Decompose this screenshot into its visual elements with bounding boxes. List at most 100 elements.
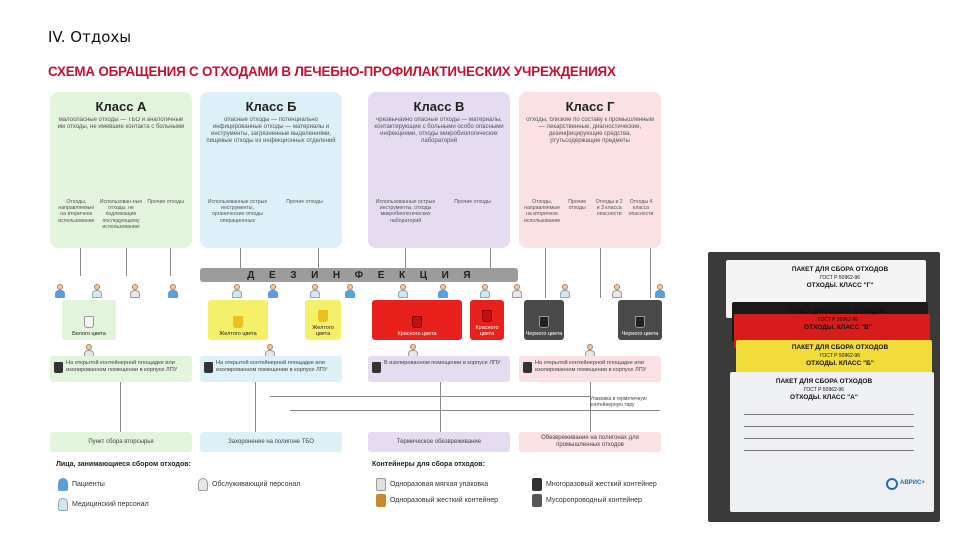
container-yellow: Желтого цвета	[208, 300, 268, 340]
medical-staff-icon	[232, 284, 242, 298]
patient-icon	[55, 284, 65, 298]
container-icon	[539, 316, 549, 328]
bag-form-line	[744, 426, 914, 427]
packaging-note: Упаковка в герметичную контейнерную тару	[590, 396, 647, 408]
class-b-subtype: Прочие отходы	[286, 199, 323, 205]
bag-standard: ГОСТ Р 50962-96	[817, 317, 859, 323]
disinfection-letter: Ц	[419, 269, 428, 281]
brand-name: АВРИС+	[900, 480, 925, 486]
class-g-subtypes: Отходы, направляемые на вторичное исполь…	[524, 199, 656, 224]
disinfection-letter: Д	[247, 269, 255, 281]
patient-icon	[168, 284, 178, 298]
bin-icon	[204, 362, 213, 373]
class-b-title: Класс Б	[245, 99, 297, 114]
bag-form-line	[744, 414, 914, 415]
connector-line	[120, 382, 121, 432]
container-label: Красного цвета	[475, 325, 499, 337]
connector-line	[240, 248, 241, 268]
legend-label: Медицинский персонал	[72, 501, 149, 508]
bag-label: ПАКЕТ ДЛЯ СБОРА ОТХОДОВ ГОСТ Р 50962-96 …	[764, 378, 884, 402]
container-icon	[233, 316, 243, 328]
class-v-box: Класс В чрезвычайно опасные отходы — мат…	[368, 92, 510, 248]
bag-class: ОТХОДЫ. КЛАСС "В"	[804, 324, 872, 331]
class-b-description: опасные отходы — потенциально инфицирова…	[206, 117, 336, 144]
bag-standard: ГОСТ Р 50962-96	[819, 275, 861, 281]
connector-line	[170, 248, 171, 276]
class-a-subtype: Использован-ные отходы, не подлежащие по…	[99, 199, 143, 230]
medical-staff-icon	[58, 498, 68, 511]
container-black: Черного цвета	[524, 300, 564, 340]
bag-title: ПАКЕТ ДЛЯ СБОРА ОТХОДОВ	[775, 378, 873, 385]
class-a-subtype: Отходы, направляемые на вторичное исполь…	[58, 199, 95, 224]
destination-industrial: Обезвреживание на полигонах для промышле…	[519, 432, 661, 452]
medical-staff-icon	[398, 284, 408, 298]
disinfection-letter: К	[399, 269, 406, 281]
legend-label: Одноразовый жесткий контейнер	[390, 497, 499, 504]
bag-label: ПАКЕТ ДЛЯ СБОРА ОТХОДОВ ГОСТ Р 50962-96 …	[780, 266, 900, 290]
destination-recycling: Пункт сбора вторсырья	[50, 432, 192, 452]
storage-text: В изолированном помещении в корпусе ЛПУ	[384, 360, 501, 366]
class-b-subtype: Использованные острые инструменты, орган…	[207, 199, 268, 224]
service-staff-icon	[612, 284, 622, 298]
disinfection-letter: Е	[377, 269, 385, 281]
legend-patients: Пациенты	[58, 478, 105, 491]
soft-pack-icon	[376, 478, 386, 491]
class-a-box: Класс А малоопасные отходы — ТБО и анало…	[50, 92, 192, 248]
connector-line	[590, 382, 591, 432]
class-v-description: чрезвычайно опасные отходы — материалы, …	[374, 117, 504, 144]
service-staff-icon	[512, 284, 522, 298]
medical-staff-icon	[92, 284, 102, 298]
bag-class-a-white	[730, 372, 934, 512]
class-v-title: Класс В	[413, 99, 465, 114]
legend-people-title: Лица, занимающиеся сбором отходов:	[56, 461, 191, 468]
legend-label: Пациенты	[72, 481, 105, 488]
container-label: Желтого цвета	[312, 325, 334, 337]
container-label: Красного цвета	[397, 331, 437, 337]
legend-label: Одноразовая мягкая упаковка	[390, 481, 489, 488]
patient-icon	[655, 284, 665, 298]
container-icon	[635, 316, 645, 328]
class-b-box: Класс Б опасные отходы — потенциально ин…	[200, 92, 342, 248]
bag-form-line	[744, 450, 914, 451]
class-a-subtypes: Отходы, направляемые на вторичное исполь…	[55, 199, 187, 230]
disinfection-letter: Я	[463, 269, 471, 281]
connector-line	[600, 248, 601, 298]
storage-box-b: На открытой контейнерной площадке или из…	[200, 356, 342, 382]
connector-line	[290, 410, 660, 411]
connector-line	[405, 248, 406, 268]
storage-text: На открытой контейнерной площадке или из…	[535, 360, 647, 373]
class-g-box: Класс Г отходы, близкие по составу к про…	[519, 92, 661, 248]
legend-chute-container: Мусоропроводный контейнер	[532, 494, 642, 507]
bag-title: ПАКЕТ ДЛЯ СБОРА ОТХОДОВ	[791, 266, 889, 273]
container-black: Черного цвета	[618, 300, 662, 340]
bin-icon	[54, 362, 63, 373]
bag-class: ОТХОДЫ. КЛАСС "Г"	[806, 282, 874, 289]
class-g-subtype: Отходы 4 класса опасности	[628, 199, 654, 218]
disinfection-letter: И	[311, 269, 319, 281]
legend-hard-disposable: Одноразовый жесткий контейнер	[376, 494, 498, 507]
legend-soft-pack: Одноразовая мягкая упаковка	[376, 478, 488, 491]
destination-thermal: Термическое обезвреживание	[368, 432, 510, 452]
class-v-subtype: Использованные острые инструменты, отход…	[375, 199, 436, 224]
hard-container-icon	[376, 494, 386, 507]
medical-staff-icon	[480, 284, 490, 298]
patient-icon	[345, 284, 355, 298]
destination-landfill: Захоронение на полигоне ТБО	[200, 432, 342, 452]
legend-label: Многоразовый жесткий контейнер	[546, 481, 657, 488]
storage-text: На открытой контейнерной площадке или из…	[216, 360, 328, 373]
class-a-description: малоопасные отходы — ТБО и аналогичные и…	[57, 117, 185, 130]
medical-staff-icon	[560, 284, 570, 298]
storage-text: На открытой контейнерной площадке или из…	[66, 360, 178, 373]
class-g-description: отходы, близкие по составу к промышленны…	[526, 117, 654, 144]
bag-label: ПАКЕТ ДЛЯ СБОРА ОТХОДОВ ГОСТ Р 50962-96 …	[778, 308, 898, 332]
disinfection-letter: Н	[332, 269, 341, 281]
disinfection-letter: И	[441, 269, 449, 281]
connector-line	[318, 248, 319, 268]
patient-icon	[268, 284, 278, 298]
container-label: Белого цвета	[72, 331, 106, 337]
bag-class: ОТХОДЫ. КЛАСС "А"	[790, 394, 858, 401]
legend-medical-staff: Медицинский персонал	[58, 498, 149, 511]
disinfection-letter: Е	[268, 269, 276, 281]
legend-hard-reusable: Многоразовый жесткий контейнер	[532, 478, 657, 491]
bag-title: ПАКЕТ ДЛЯ СБОРА ОТХОДОВ	[789, 308, 887, 315]
